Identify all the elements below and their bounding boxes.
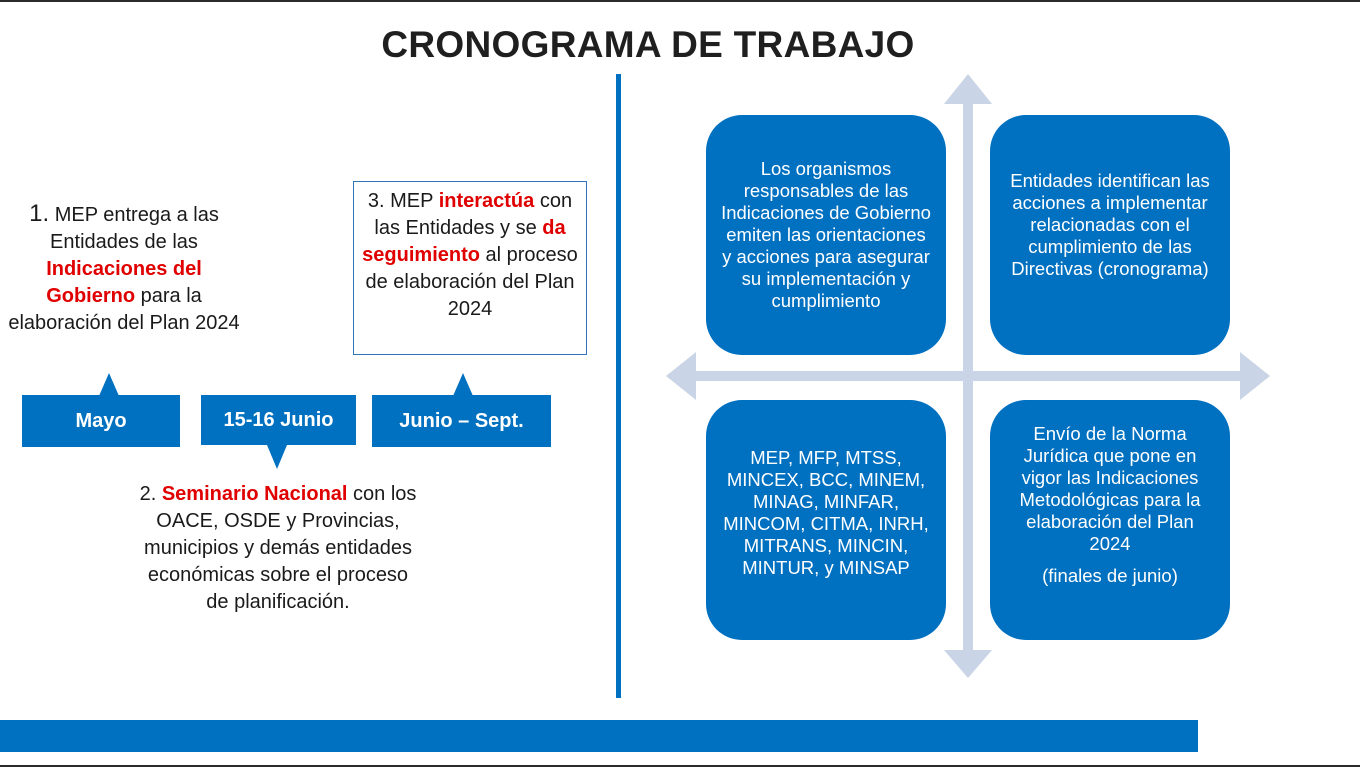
quadrant-bottom-right-note: (finales de junio) [1042,565,1178,586]
vertical-divider [616,74,621,698]
quadrant-top-left-text: Los organismos responsables de las Indic… [721,158,931,311]
step-2-text: 2. Seminario Nacional con los OACE, OSDE… [138,481,418,616]
mayo-pointer-up [99,373,119,396]
step-3-highlight-2: da seguimiento [362,217,566,266]
step-1-pre: MEP entrega a las Entidades de las [49,204,219,253]
quadrant-top-right: Entidades identifican las acciones a imp… [990,115,1230,355]
step-3-mid: con las Entidades y se [374,190,573,239]
step-3-post: al proceso de elaboración del Plan 2024 [365,244,578,320]
step-1-number: 1. [29,200,50,227]
step-2-post: con los OACE, OSDE y Provincias, municip… [144,483,417,613]
footer-bar [0,720,1198,752]
period-junio-sept: Junio – Sept. [372,395,551,447]
step-3-pre: MEP [384,190,439,212]
step-2-highlight: Seminario Nacional [161,483,348,505]
quadrant-bottom-left-text: MEP, MFP, MTSS, MINCEX, BCC, MINEM, MINA… [723,447,929,578]
period-15-16-junio: 15-16 Junio [201,395,356,445]
quadrant-bottom-right-text: Envío de la Norma Jurídica que pone en v… [1019,423,1201,554]
sept-pointer-up [453,373,473,396]
step-3-number: 3. [367,190,385,212]
junio-pointer-down [267,445,287,469]
step-3-text-box: 3. MEP interactúa con las Entidades y se… [353,181,587,355]
step-1-highlight: Indicaciones del Gobierno [46,258,202,307]
period-mayo: Mayo [22,395,180,447]
quadrant-bottom-left: MEP, MFP, MTSS, MINCEX, BCC, MINEM, MINA… [706,400,946,640]
step-2-number: 2. [139,483,157,505]
quadrant-bottom-right: Envío de la Norma Jurídica que pone en v… [990,400,1230,640]
step-1-text: 1. MEP entrega a las Entidades de las In… [8,200,240,337]
quadrant-top-left: Los organismos responsables de las Indic… [706,115,946,355]
bottom-border-line [0,765,1360,767]
page-title: CRONOGRAMA DE TRABAJO [381,24,915,65]
top-border-line [0,0,1360,2]
step-3-highlight-1: interactúa [438,190,535,212]
quadrant-top-right-text: Entidades identifican las acciones a imp… [1010,170,1210,279]
horizontal-double-arrow [666,352,1270,400]
step-1-post: para la elaboración del Plan 2024 [8,285,240,334]
